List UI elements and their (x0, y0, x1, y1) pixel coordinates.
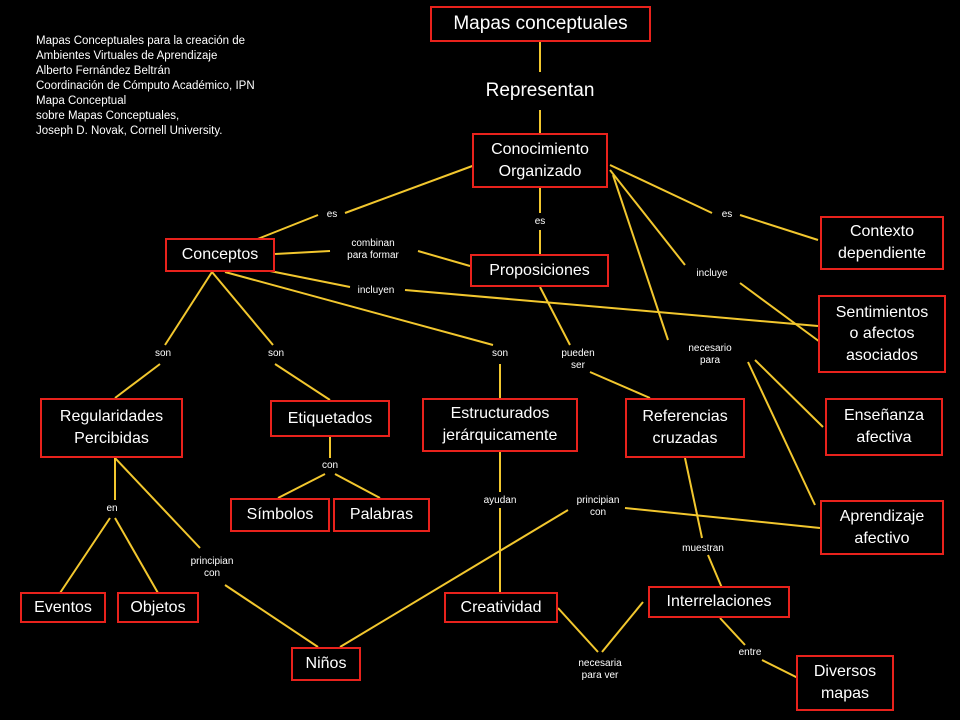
node-sentimientos: Sentimientos o afectos asociados (818, 295, 946, 373)
link-principian-con-2: principian con (576, 495, 620, 518)
node-mapas-conceptuales: Mapas conceptuales (430, 6, 651, 42)
link-necesaria-para-ver: necesaria para ver (578, 658, 622, 681)
link-es-left: es (326, 209, 338, 220)
link-muestran: muestran (682, 543, 724, 554)
node-creatividad: Creatividad (444, 592, 558, 623)
node-aprendizaje-afectivo: Aprendizaje afectivo (820, 500, 944, 555)
node-diversos-mapas: Diversos mapas (796, 655, 894, 711)
credits-text: Mapas Conceptuales para la creación de A… (36, 35, 255, 137)
link-necesario-para: necesario para (688, 343, 732, 366)
node-ensenanza-afectiva: Enseñanza afectiva (825, 398, 943, 456)
node-simbolos: Símbolos (230, 498, 330, 532)
link-ayudan: ayudan (483, 495, 517, 506)
link-representan: Representan (485, 80, 595, 101)
link-son-3: son (491, 348, 509, 359)
node-interrelaciones: Interrelaciones (648, 586, 790, 618)
node-contexto-dependiente: Contexto dependiente (820, 216, 944, 270)
node-estructurados-jerarquicamente: Estructurados jerárquicamente (422, 398, 578, 452)
link-es-mid: es (534, 216, 546, 227)
node-etiquetados: Etiquetados (270, 400, 390, 437)
link-pueden-ser: pueden ser (561, 348, 595, 371)
node-palabras: Palabras (333, 498, 430, 532)
node-referencias-cruzadas: Referencias cruzadas (625, 398, 745, 458)
link-es-right: es (721, 209, 733, 220)
link-incluye: incluye (696, 268, 728, 279)
node-eventos: Eventos (20, 592, 106, 623)
node-conocimiento-organizado: Conocimiento Organizado (472, 133, 608, 188)
link-combinan-para-formar: combinan para formar (347, 238, 399, 261)
link-incluyen: incluyen (357, 285, 395, 296)
node-conceptos: Conceptos (165, 238, 275, 272)
node-ninos: Niños (291, 647, 361, 681)
node-regularidades-percibidas: Regularidades Percibidas (40, 398, 183, 458)
link-con: con (321, 460, 339, 471)
link-principian-con-1: principian con (190, 556, 234, 579)
link-son-2: son (267, 348, 285, 359)
node-proposiciones: Proposiciones (470, 254, 609, 287)
link-entre: entre (738, 647, 762, 658)
node-objetos: Objetos (117, 592, 199, 623)
link-en: en (106, 503, 118, 514)
link-son-1: son (154, 348, 172, 359)
